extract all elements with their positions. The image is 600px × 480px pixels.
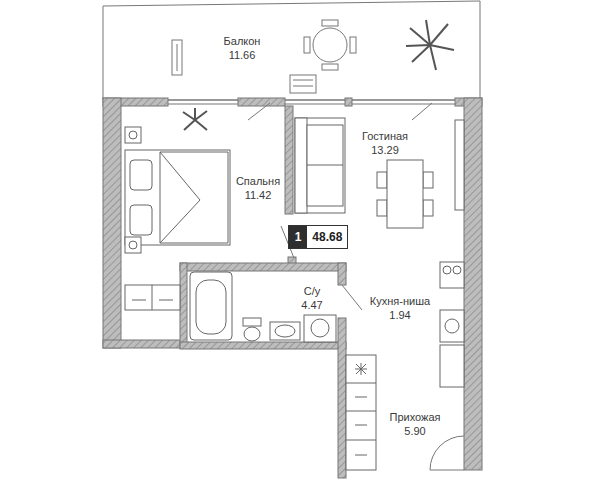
room-area: 13.29 <box>369 143 401 157</box>
walls <box>103 98 482 478</box>
room-label: Спальня11.42 <box>234 174 282 202</box>
room-area: 11.42 <box>243 188 274 202</box>
room-name: Прихожая <box>388 410 443 424</box>
furniture <box>125 118 464 470</box>
room-name: 1 <box>289 226 308 248</box>
room-label: Балкон11.66 <box>222 34 263 62</box>
area-badge: 148.68 <box>288 225 349 249</box>
room-name: Кухня-ниша <box>368 294 432 308</box>
room-name: Гостиная <box>360 129 410 143</box>
room-area: 11.66 <box>227 48 258 62</box>
room-label: Прихожая5.90 <box>388 410 443 438</box>
room-label: Кухня-ниша1.94 <box>368 294 432 322</box>
room-area: 48.68 <box>307 226 347 248</box>
room-name: С/у <box>302 284 323 298</box>
room-area: 5.90 <box>402 424 427 438</box>
room-label: Гостиная13.29 <box>360 129 410 157</box>
palm <box>406 20 454 70</box>
plant <box>183 108 207 130</box>
room-area: 4.47 <box>299 298 324 312</box>
room-area: 1.94 <box>387 308 412 322</box>
room-name: Балкон <box>222 34 263 48</box>
room-name: Спальня <box>234 174 282 188</box>
balcony <box>103 1 480 100</box>
room-label: С/у4.47 <box>299 284 324 312</box>
